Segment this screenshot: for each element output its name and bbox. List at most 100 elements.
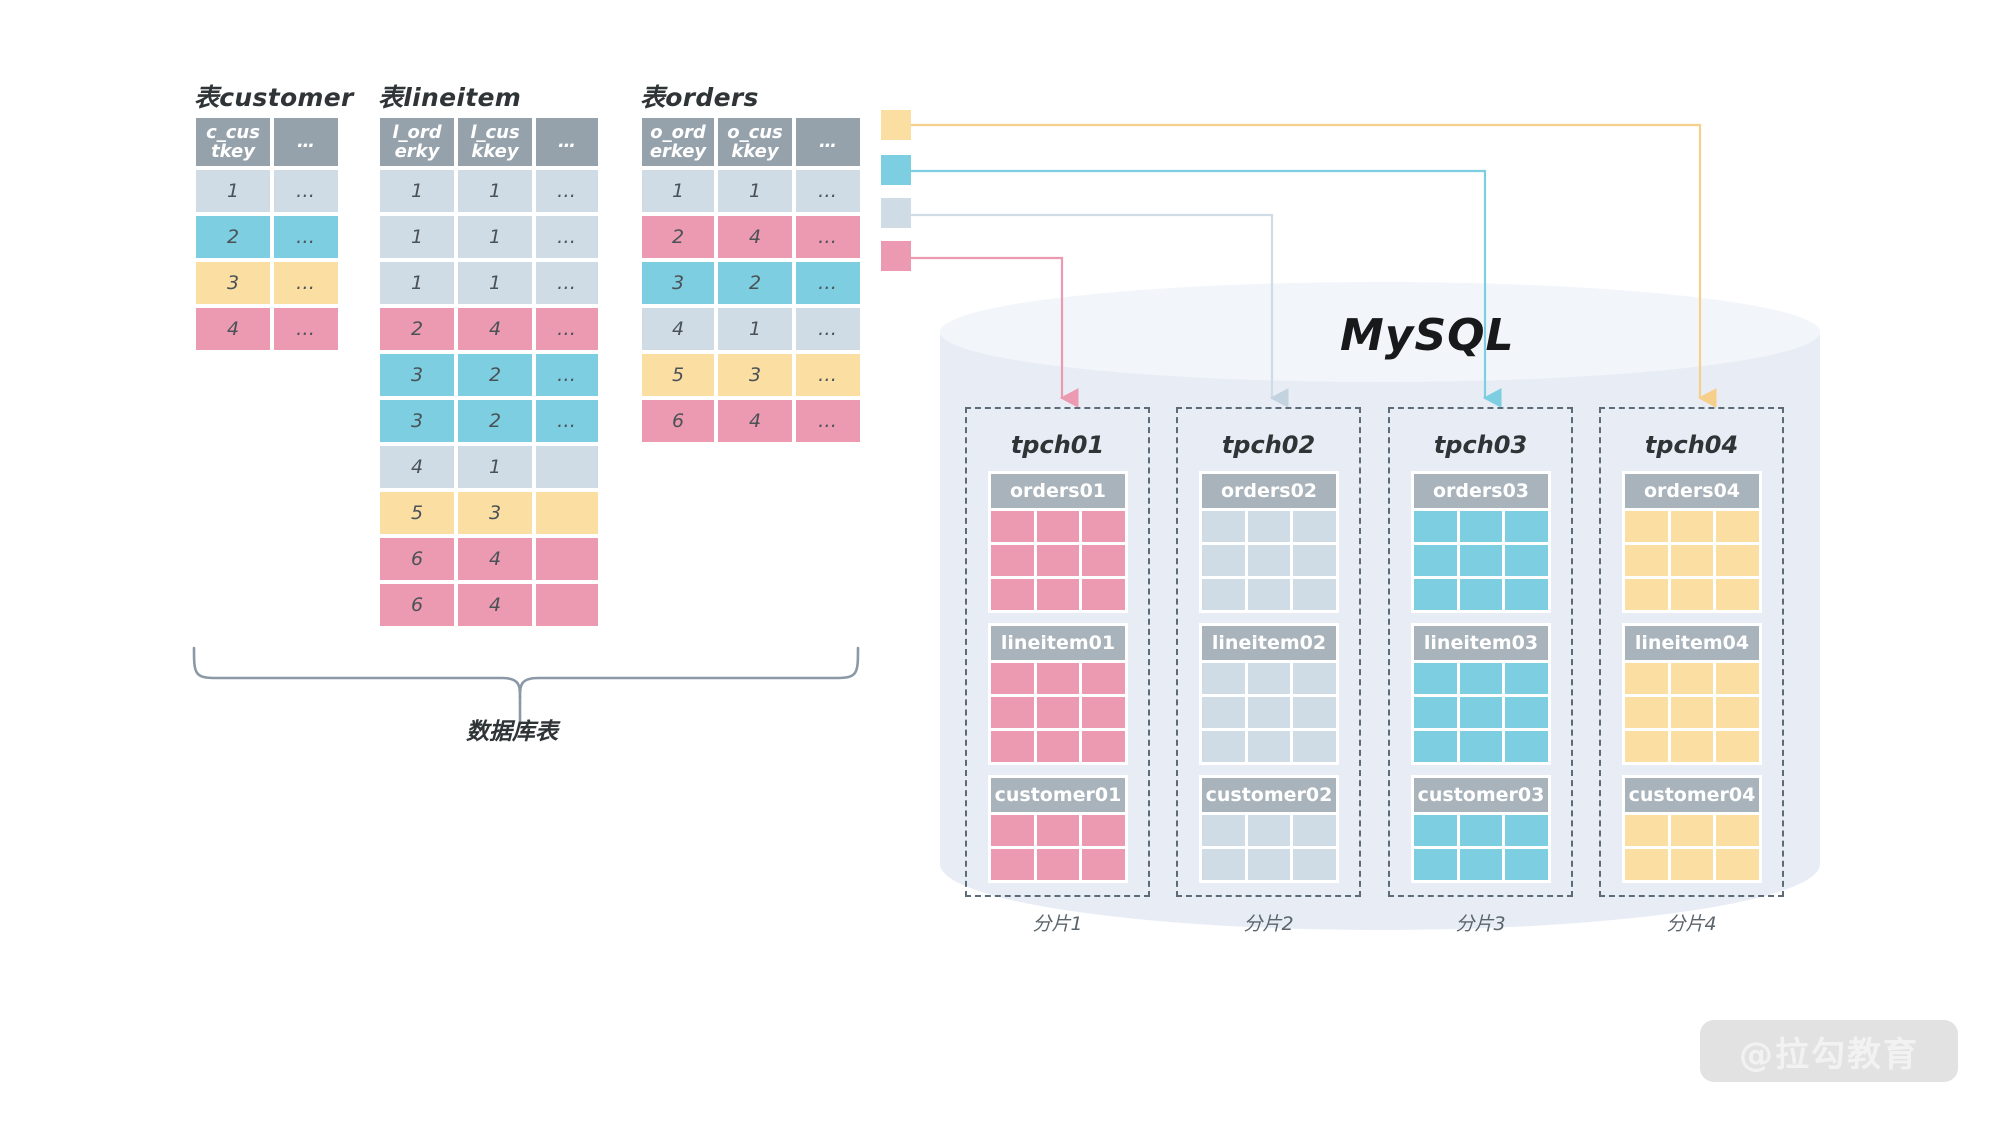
shard-title: tpch04 [1644,431,1739,459]
table-cell: 1 [378,214,456,260]
table-cell: 1 [716,168,794,214]
connector-pink-to-shard1 [911,256,1079,408]
shard-table-grid [1414,660,1548,762]
shard-data-cell [1716,731,1759,762]
shard-data-cell [1459,511,1503,542]
shard-data-cell [1716,545,1759,576]
shard-data-cell [1036,697,1080,728]
table-row: 3… [194,260,340,306]
shard-data-cell [1670,815,1714,846]
table-cell: 3 [716,352,794,398]
table-cell: 1 [640,168,716,214]
shard-data-cell [1670,579,1714,610]
shard-table-name: orders02 [1202,474,1336,508]
shard-table-lineitem03[interactable]: lineitem03 [1411,623,1551,765]
shard-data-cell [1625,815,1668,846]
shard-table-grid [1202,660,1336,762]
shard-data-cell [1505,815,1548,846]
table-cell: 1 [456,168,534,214]
table-cell: 4 [194,306,272,352]
shard-box-2[interactable]: tpch02 orders02 lineitem02 customer02 [1176,407,1361,897]
shard-data-cell [1036,731,1080,762]
shard-data-cell [1505,545,1548,576]
shard-table-lineitem01[interactable]: lineitem01 [988,623,1128,765]
shard-table-grid [991,508,1125,610]
shard-table-customer03[interactable]: customer03 [1411,775,1551,883]
shard-data-cell [1716,815,1759,846]
shard-data-cell [1036,849,1080,880]
connector-blue-to-shard2 [911,213,1289,408]
column-header: l_ord erky [378,116,456,168]
source-table-title: 表customer [194,83,354,112]
table-cell [534,536,600,582]
shard-title: tpch02 [1221,431,1316,459]
shard-data-cell [1202,815,1245,846]
table-cell: … [794,306,862,352]
table-cell: 3 [378,352,456,398]
shard-data-cell [1625,579,1668,610]
source-table-title: 表orders [640,83,759,112]
shard-data-cell [991,579,1034,610]
shard-table-orders02[interactable]: orders02 [1199,471,1339,613]
table-cell: … [534,214,600,260]
shard-table-orders04[interactable]: orders04 [1622,471,1762,613]
shard-data-cell [1414,511,1457,542]
shard-table-orders03[interactable]: orders03 [1411,471,1551,613]
watermark: @拉勾教育 [1700,1020,1958,1082]
shard-data-cell [1247,579,1291,610]
shard-data-cell [1670,545,1714,576]
table-cell: … [794,168,862,214]
table-cell: 5 [640,352,716,398]
table-cell: 6 [640,398,716,444]
shard-data-cell [1247,511,1291,542]
shard-data-cell [1082,815,1125,846]
shard-data-cell [1459,579,1503,610]
shard-data-cell [1414,849,1457,880]
shard-table-grid [1202,508,1336,610]
shard-data-cell [1625,731,1668,762]
shard-data-cell [1414,815,1457,846]
shard-data-cell [1459,545,1503,576]
shard-table-orders01[interactable]: orders01 [988,471,1128,613]
shard-table-grid [991,812,1125,880]
shard-data-cell [991,663,1034,694]
table-cell: 4 [716,214,794,260]
connector-cyan-to-shard3 [911,169,1502,408]
shard-table-customer04[interactable]: customer04 [1622,775,1762,883]
shard-data-cell [1082,697,1125,728]
shard-data-cell [1414,579,1457,610]
shard-data-cell [1247,731,1291,762]
shard-table-customer01[interactable]: customer01 [988,775,1128,883]
shard-data-cell [991,731,1034,762]
table-cell: … [534,398,600,444]
table-cell: … [272,214,340,260]
shard-data-cell [1247,545,1291,576]
table-cell: 3 [378,398,456,444]
table-cell: … [272,306,340,352]
shard-table-name: customer03 [1414,778,1548,812]
shard-data-cell [1293,511,1336,542]
shard-table-customer02[interactable]: customer02 [1199,775,1339,883]
table-cell: 1 [716,306,794,352]
shard-table-lineitem02[interactable]: lineitem02 [1199,623,1339,765]
shard-data-cell [1716,511,1759,542]
table-row: 2… [194,214,340,260]
source-table-title: 表lineitem [378,83,522,112]
database-cylinder-top [940,282,1820,382]
shard-data-cell [1247,663,1291,694]
shard-data-cell [1202,663,1245,694]
shard-table-lineitem04[interactable]: lineitem04 [1622,623,1762,765]
shard-data-cell [1505,511,1548,542]
shard-data-cell [991,545,1034,576]
shard-table-name: customer02 [1202,778,1336,812]
table-cell: 2 [378,306,456,352]
shard-table-grid [1202,812,1336,880]
